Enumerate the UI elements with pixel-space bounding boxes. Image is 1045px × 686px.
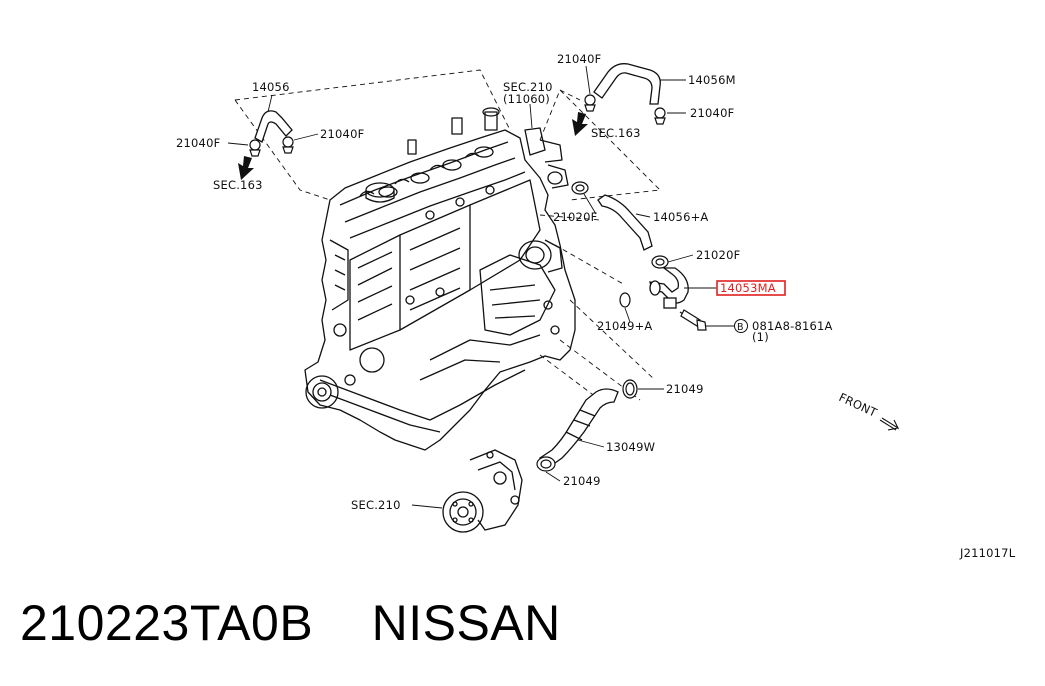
bolt-081a8-8161a: [679, 309, 707, 331]
clamp-21040f-left-a: [249, 139, 261, 157]
label-14056: 14056: [252, 80, 290, 94]
label-bolt-marker: B: [737, 322, 744, 333]
label-21040f-top-a: 21040F: [557, 52, 601, 66]
label-11060: (11060): [503, 92, 550, 106]
hose-14056: [254, 110, 293, 143]
arrow-sec163-left-icon: [238, 156, 254, 180]
clamp-21040f-top-a: [584, 94, 596, 112]
gasket-21049a: [619, 292, 631, 308]
label-14053ma: 14053MA: [720, 281, 776, 295]
label-13049w: 13049W: [606, 440, 655, 454]
label-sec210-bottom: SEC.210: [351, 498, 401, 512]
label-081a8-8161a: 081A8-8161A: [752, 319, 833, 333]
label-21020f-a: 21020F: [553, 210, 597, 224]
bolt-marker-circle: [734, 319, 748, 333]
caption: 210223TA0B NISSAN: [20, 594, 561, 652]
dashed-leader-lines: [234, 69, 661, 401]
clamp-21040f-left-b: [282, 136, 294, 154]
label-21040f-left-b: 21040F: [320, 127, 364, 141]
hose-14056m: [593, 63, 661, 105]
engine-block: [304, 107, 576, 451]
label-bolt-qty: (1): [752, 330, 769, 344]
label-diagram-id: J211017L: [959, 546, 1016, 560]
label-sec163-left: SEC.163: [213, 178, 263, 192]
label-21049a: 21049+A: [597, 319, 653, 333]
front-arrow-icon: [879, 417, 900, 431]
highlight-box-14053ma: [716, 280, 786, 296]
label-21049-bottom: 21049: [563, 474, 601, 488]
label-14056a: 14056+A: [653, 210, 709, 224]
caption-part-number: 210223TA0B: [20, 595, 314, 651]
label-front: FRONT: [837, 390, 880, 420]
part-labels: 14056 21040F 21040F SEC.163 SEC.210 (110…: [176, 52, 1016, 560]
oring-21049-bottom: [536, 456, 556, 472]
label-leaders: [227, 65, 734, 509]
clamp-21020f-a: [571, 181, 589, 195]
hose-14056a: [597, 194, 653, 251]
label-sec163-right: SEC.163: [591, 126, 641, 140]
label-21040f-left-a: 21040F: [176, 136, 220, 150]
pipe-14053ma: [649, 267, 689, 309]
water-pump: [442, 449, 523, 533]
clamp-21020f-b: [651, 255, 669, 269]
clamp-21040f-top-b: [654, 107, 666, 125]
label-21040f-top-b: 21040F: [690, 106, 734, 120]
label-21049-top: 21049: [666, 382, 704, 396]
oring-21049-top: [622, 379, 638, 399]
label-14056m: 14056M: [688, 73, 736, 87]
parts-diagram: 14056 21040F 21040F SEC.163 SEC.210 (110…: [176, 52, 1016, 560]
label-sec210-top: SEC.210: [503, 80, 553, 94]
arrow-sec163-right-icon: [572, 112, 588, 136]
hose-13049w: [539, 388, 619, 469]
label-21020f-b: 21020F: [696, 248, 740, 262]
caption-brand: NISSAN: [371, 595, 561, 651]
